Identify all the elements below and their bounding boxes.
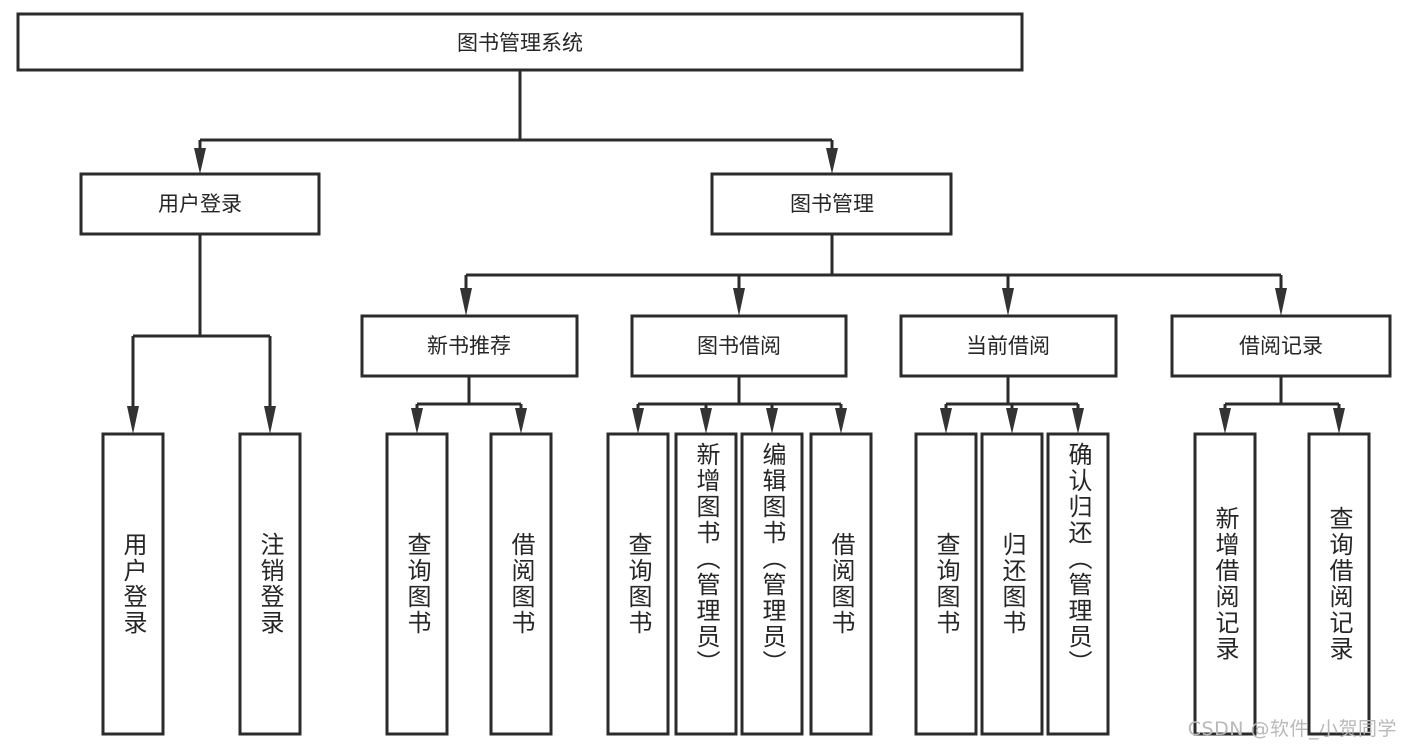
connector-borrowrecord-to-leaves (1223, 376, 1341, 410)
arrow-to-leaf-query-borrow-record (1333, 408, 1345, 434)
node-leaf-return-book-box[interactable] (980, 432, 1044, 736)
connector-group (131, 70, 1341, 410)
node-leaf-query-book-3-box[interactable] (914, 432, 978, 736)
arrow-to-leaf-return-book (1006, 408, 1018, 434)
node-leaf-query-borrow-record-box[interactable] (1307, 432, 1371, 736)
node-book-borrow-box[interactable] (630, 314, 848, 378)
node-leaf-borrow-book-1-box[interactable] (489, 432, 553, 736)
node-root[interactable]: 图书管理系统 (16, 12, 1024, 72)
node-leaf-query-book-1-box[interactable] (385, 432, 449, 736)
arrow-to-leaf-query-book-3 (940, 408, 952, 434)
arrow-to-leaf-query-book-1 (411, 408, 423, 434)
node-new-book-recommend-box[interactable] (360, 314, 579, 378)
node-current-borrow-box[interactable] (899, 314, 1118, 378)
connector-root-to-level1 (198, 70, 834, 158)
connector-currentborrow-to-leaves (944, 376, 1080, 410)
arrow-to-leaf-edit-book (766, 408, 778, 434)
arrow-to-leaf-add-book (700, 408, 712, 434)
arrow-to-book-manage (826, 148, 838, 174)
arrow-to-leaf-logout-login (264, 406, 276, 434)
arrow-to-new-book-recommend (460, 288, 472, 316)
node-new-book-recommend[interactable]: 新书推荐 (360, 314, 579, 378)
arrow-to-borrow-record (1275, 288, 1287, 316)
node-leaf-borrow-book-2-box[interactable] (809, 432, 873, 736)
watermark: CSDN @软件_小贺同学 (1187, 718, 1397, 740)
node-user-login-label: 用户登录 (158, 192, 242, 216)
node-book-manage-box[interactable] (710, 172, 953, 236)
node-current-borrow[interactable]: 当前借阅 (899, 314, 1118, 378)
node-leaf-confirm-return-box[interactable] (1046, 432, 1110, 736)
node-book-manage-label: 图书管理 (790, 192, 874, 216)
node-borrow-record[interactable]: 借阅记录 (1170, 314, 1392, 378)
node-root-box[interactable] (16, 12, 1024, 72)
connector-newbook-to-leaves (415, 376, 523, 410)
arrow-to-current-borrow (1002, 288, 1014, 316)
node-leaf-logout-login-box[interactable] (238, 432, 302, 736)
node-current-borrow-label: 当前借阅 (966, 334, 1050, 358)
node-borrow-record-box[interactable] (1170, 314, 1392, 378)
node-book-borrow[interactable]: 图书借阅 (630, 314, 848, 378)
arrow-to-leaf-confirm-return (1072, 408, 1084, 434)
arrowhead-group (127, 148, 1345, 434)
arrow-to-user-login (194, 148, 206, 174)
node-leaf-edit-book-box[interactable] (740, 432, 804, 736)
connector-bookborrow-to-leaves (636, 376, 843, 410)
node-leaf-add-book-box[interactable] (674, 432, 738, 736)
node-user-login[interactable]: 用户登录 (79, 172, 321, 236)
arrow-to-leaf-borrow-book-2 (835, 408, 847, 434)
arrow-to-leaf-add-borrow-record (1219, 408, 1231, 434)
node-borrow-record-label: 借阅记录 (1239, 334, 1323, 358)
node-root-label: 图书管理系统 (457, 31, 583, 55)
node-user-login-box[interactable] (79, 172, 321, 236)
node-book-borrow-label: 图书借阅 (697, 334, 781, 358)
arrow-to-book-borrow (733, 288, 745, 316)
node-new-book-recommend-label: 新书推荐 (427, 334, 511, 358)
arrow-to-leaf-query-book-2 (632, 408, 644, 434)
arrow-to-leaf-user-login (127, 406, 139, 434)
node-book-manage[interactable]: 图书管理 (710, 172, 953, 236)
arrow-to-leaf-borrow-book-1 (515, 408, 527, 434)
node-leaf-add-borrow-record-box[interactable] (1193, 432, 1257, 736)
connector-userlogin-to-leaves (131, 234, 272, 408)
node-leaf-user-login-box[interactable] (101, 432, 165, 736)
node-leaf-query-book-2-box[interactable] (606, 432, 670, 736)
connector-bookmanage-to-level2 (464, 234, 1283, 290)
